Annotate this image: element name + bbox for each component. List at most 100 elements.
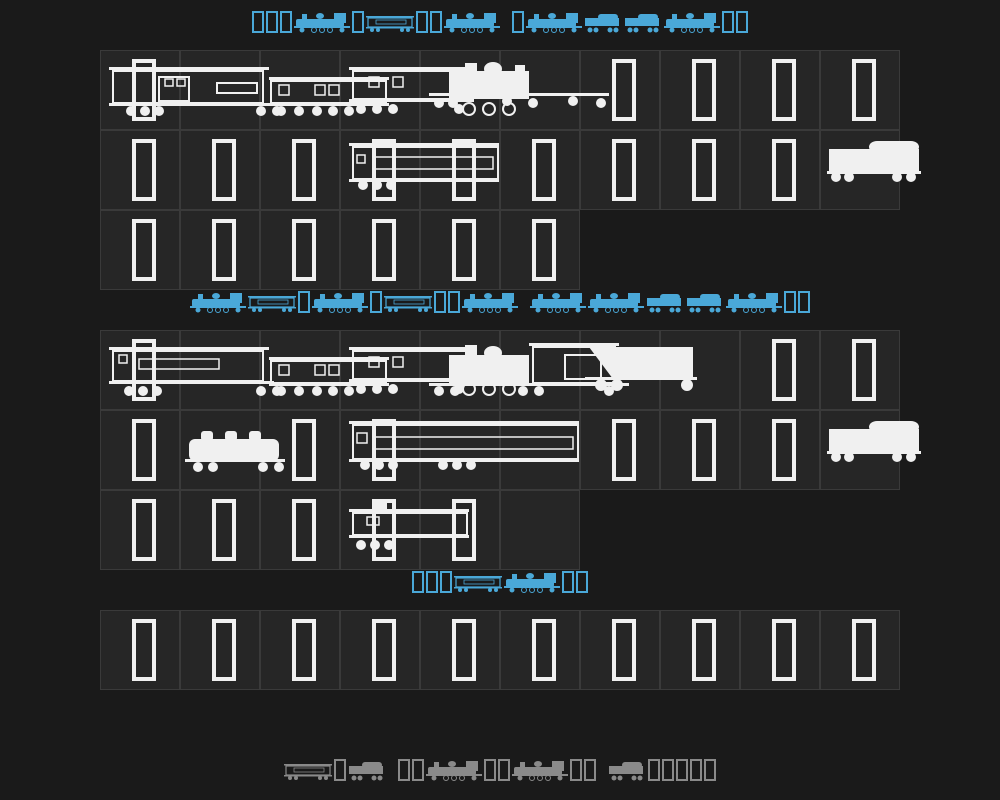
missing-glyph-icon xyxy=(772,59,796,121)
glyph-cell xyxy=(340,130,499,210)
glyph-cell xyxy=(180,50,260,130)
missing-glyph-icon xyxy=(772,619,796,681)
missing-glyph-icon xyxy=(372,139,396,201)
glyph-cell xyxy=(500,610,580,690)
missing-glyph-icon xyxy=(772,339,796,401)
missing-glyph-icon xyxy=(452,219,476,281)
missing-glyph-icon xyxy=(372,419,396,481)
glyph-cell xyxy=(420,210,500,290)
glyph-cell xyxy=(340,210,420,290)
missing-glyph-icon xyxy=(722,11,734,33)
missing-glyph-icon xyxy=(692,419,716,481)
locomotive-icon xyxy=(462,293,518,313)
missing-glyph-icon xyxy=(452,619,476,681)
missing-glyph-icon xyxy=(212,499,236,561)
glyph-cell xyxy=(740,50,820,130)
missing-glyph-icon xyxy=(798,291,810,313)
missing-glyph-icon xyxy=(266,11,278,33)
missing-glyph-icon xyxy=(292,619,316,681)
missing-glyph-icon xyxy=(440,571,452,593)
glyph-cell xyxy=(500,210,580,290)
missing-glyph-icon xyxy=(584,759,596,781)
missing-glyph-icon xyxy=(532,619,556,681)
missing-glyph-icon xyxy=(662,759,674,781)
glyph-cell xyxy=(260,210,340,290)
missing-glyph-icon xyxy=(398,759,410,781)
glyph-cell xyxy=(740,330,820,410)
glyph-cell xyxy=(100,410,180,490)
missing-glyph-icon xyxy=(426,571,438,593)
tender-icon xyxy=(687,294,721,313)
missing-glyph-icon xyxy=(576,571,588,593)
glyph-cell xyxy=(340,610,420,690)
missing-glyph-icon xyxy=(416,11,428,33)
glyph-cell xyxy=(500,130,580,210)
steam-small-icon xyxy=(185,431,285,472)
glyph-cell xyxy=(260,330,389,410)
missing-glyph-icon xyxy=(280,11,292,33)
missing-glyph-icon xyxy=(562,571,574,593)
glyph-cell xyxy=(260,490,340,570)
locomotive-icon xyxy=(294,13,350,33)
glyph-cell xyxy=(340,490,469,570)
missing-glyph-icon xyxy=(612,59,636,121)
locomotive-icon xyxy=(190,293,246,313)
glyph-cell xyxy=(100,610,180,690)
glyph-cell xyxy=(180,210,260,290)
locomotive-icon xyxy=(312,293,368,313)
locomotive-icon xyxy=(426,761,482,781)
missing-glyph-icon xyxy=(692,619,716,681)
glyph-cell xyxy=(500,490,580,570)
glyph-cell xyxy=(180,330,260,410)
locomotive-icon xyxy=(504,573,560,593)
missing-glyph-icon xyxy=(852,339,876,401)
glyph-cell xyxy=(260,610,340,690)
caboose-long-icon xyxy=(109,347,282,396)
glyph-cell xyxy=(420,490,500,570)
missing-glyph-icon xyxy=(532,139,556,201)
section-title-2 xyxy=(0,282,1000,322)
missing-glyph-icon xyxy=(690,759,702,781)
glyph-grid-1 xyxy=(100,50,921,290)
glyph-cell xyxy=(820,130,921,210)
glyph-cell xyxy=(820,330,900,410)
section-title-1 xyxy=(0,2,1000,42)
glyph-cell xyxy=(580,130,660,210)
glyph-cell xyxy=(100,490,180,570)
locomotive-icon xyxy=(444,13,500,33)
glyph-cell xyxy=(340,330,474,410)
missing-glyph-icon xyxy=(132,619,156,681)
missing-glyph-icon xyxy=(430,11,442,33)
tender-icon xyxy=(609,762,643,781)
glyph-cell xyxy=(820,410,921,490)
missing-glyph-icon xyxy=(412,759,424,781)
glyph-cell xyxy=(740,130,820,210)
glyph-cell xyxy=(420,610,500,690)
missing-glyph-icon xyxy=(692,139,716,201)
missing-glyph-icon xyxy=(498,759,510,781)
missing-glyph-icon xyxy=(852,59,876,121)
missing-glyph-icon xyxy=(532,219,556,281)
missing-glyph-icon xyxy=(370,291,382,313)
caboose-small-icon xyxy=(349,503,469,550)
glyph-cell xyxy=(100,210,180,290)
missing-glyph-icon xyxy=(704,759,716,781)
missing-glyph-icon xyxy=(570,759,582,781)
glyph-cell xyxy=(580,50,660,130)
missing-glyph-icon xyxy=(852,619,876,681)
glyph-cell xyxy=(260,50,389,130)
tender-icon xyxy=(827,421,921,462)
missing-glyph-icon xyxy=(784,291,796,313)
missing-glyph-icon xyxy=(132,419,156,481)
missing-glyph-icon xyxy=(434,291,446,313)
passenger-short-icon xyxy=(269,77,389,116)
missing-glyph-icon xyxy=(334,759,346,781)
missing-glyph-icon xyxy=(372,219,396,281)
passenger-car-icon xyxy=(366,16,414,32)
glyph-cell xyxy=(340,50,474,130)
missing-glyph-icon xyxy=(372,499,396,561)
missing-glyph-icon xyxy=(132,59,156,121)
glyph-grid-3 xyxy=(100,610,900,690)
passenger-car-icon xyxy=(284,764,332,780)
missing-glyph-icon xyxy=(692,59,716,121)
